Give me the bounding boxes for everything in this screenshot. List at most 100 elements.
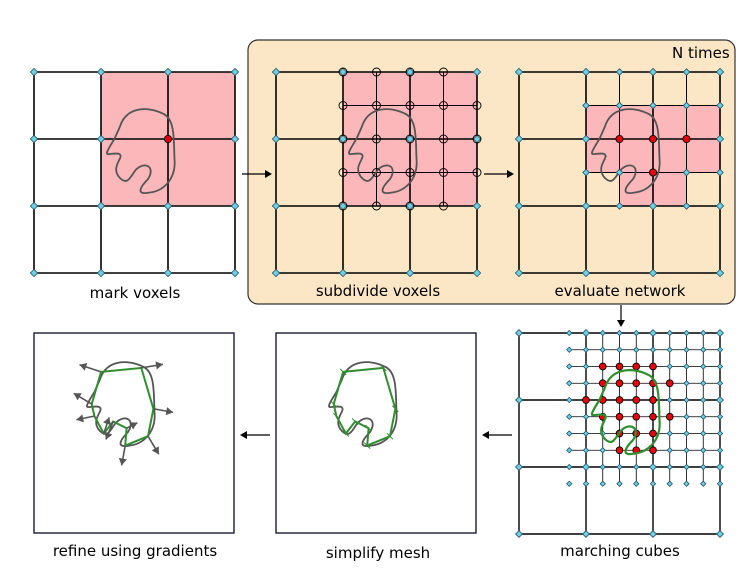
sample-point [649, 362, 657, 371]
sample-point [615, 396, 624, 404]
voxel-vertex [649, 329, 657, 337]
caption-simplify-mesh: simplify mesh [325, 544, 431, 562]
voxel-vertex [649, 530, 657, 538]
sample-point [472, 168, 482, 177]
voxel-vertex [682, 101, 691, 110]
voxel-vertex [700, 396, 707, 404]
voxel-vertex [582, 430, 590, 437]
voxel-vertex [566, 413, 573, 420]
sample-point [372, 168, 381, 177]
voxel-vertex [716, 463, 724, 471]
gradient-arrow-head [155, 361, 163, 370]
voxel-vertex [715, 134, 725, 144]
voxel-vertex [666, 463, 673, 471]
voxel-vertex [716, 430, 724, 437]
voxel-vertex [96, 201, 106, 211]
voxel-vertex [649, 346, 657, 353]
voxel-vertex [700, 463, 707, 471]
voxel-vertex [566, 329, 573, 337]
voxel-vertex [581, 268, 591, 278]
mesh-vertex [386, 432, 394, 440]
gradient-arrow-head [129, 422, 138, 430]
voxel-vertex [615, 168, 624, 177]
panel-refine-gradients [33, 332, 235, 534]
gradient-arrow-head [76, 414, 84, 423]
voxel-vertex [566, 430, 573, 437]
voxel-vertex [581, 67, 591, 77]
voxel-vertex [649, 101, 657, 110]
voxel-vertex [96, 268, 106, 278]
mesh-vertex [339, 368, 347, 376]
surface-curve [86, 361, 156, 448]
voxel-vertex [648, 67, 658, 77]
voxel-vertex [582, 413, 590, 420]
voxel-vertex [616, 329, 623, 337]
voxel-vertex [582, 380, 590, 387]
voxel-vertex [29, 201, 39, 211]
sample-point [338, 134, 348, 144]
voxel-vertex [716, 380, 724, 387]
flow-arrow-head [240, 431, 247, 439]
voxel-vertex [648, 201, 658, 211]
voxel-vertex [271, 67, 281, 77]
surface-curve [106, 108, 176, 195]
voxel-vertex [514, 268, 524, 278]
voxel-vertex [599, 480, 606, 487]
voxel-vertex [96, 67, 106, 77]
voxel-vertex [683, 430, 690, 437]
gradient-arrow-head [104, 431, 113, 440]
sample-point [665, 412, 674, 421]
voxel-vertex [271, 201, 281, 211]
mesh-vertex [365, 424, 372, 432]
voxel-vertex [683, 346, 690, 353]
voxel-vertex [514, 201, 524, 211]
voxel-vertex [716, 346, 724, 353]
voxel-vertex [666, 346, 673, 353]
sample-point [338, 168, 348, 177]
voxel-vertex [566, 380, 573, 387]
voxel-vertex [230, 67, 240, 77]
voxel-vertex [683, 413, 690, 420]
caption-marching-cubes: marching cubes [560, 542, 680, 560]
voxel-vertex [682, 202, 691, 210]
mesh-vertex [333, 412, 340, 420]
voxel-vertex [666, 447, 673, 454]
voxel-vertex [163, 268, 173, 278]
sample-point [615, 379, 624, 388]
voxel-vertex [716, 413, 724, 420]
voxel-vertex [566, 447, 573, 454]
voxel-vertex [599, 346, 606, 353]
mesh-vertex [342, 430, 350, 437]
caption-refine-gradients: refine using gradients [52, 542, 218, 560]
voxel-vertex [338, 268, 348, 278]
voxel-vertex [716, 363, 724, 370]
mesh-vertex [351, 418, 359, 425]
voxel-vertex [683, 396, 690, 404]
voxel-vertex [700, 363, 707, 370]
voxel-vertex [666, 480, 673, 487]
voxel-vertex [633, 329, 640, 337]
sample-point [615, 362, 624, 371]
caption-evaluate-network: evaluate network [554, 282, 686, 300]
voxel-vertex [566, 463, 573, 471]
voxel-vertex [581, 134, 591, 144]
panel-subdivide-voxels [271, 67, 482, 278]
voxel-vertex [666, 363, 673, 370]
flow-arrow-head [617, 320, 625, 327]
voxel-vertex [230, 201, 240, 211]
voxel-vertex [716, 168, 724, 177]
voxel-vertex [615, 101, 624, 110]
voxel-vertex [715, 67, 725, 77]
sample-point [405, 168, 415, 177]
voxel-vertex [599, 463, 606, 471]
sample-point [439, 101, 448, 110]
voxel-vertex [566, 396, 573, 404]
voxel-vertex [682, 168, 691, 177]
n-times-label: N times [672, 44, 730, 62]
sample-point [582, 396, 590, 404]
mesh-vertex [392, 405, 399, 413]
voxel-vertex [700, 380, 707, 387]
voxel-vertex [666, 396, 673, 404]
voxel-vertex [615, 68, 624, 76]
sample-point [439, 201, 448, 211]
